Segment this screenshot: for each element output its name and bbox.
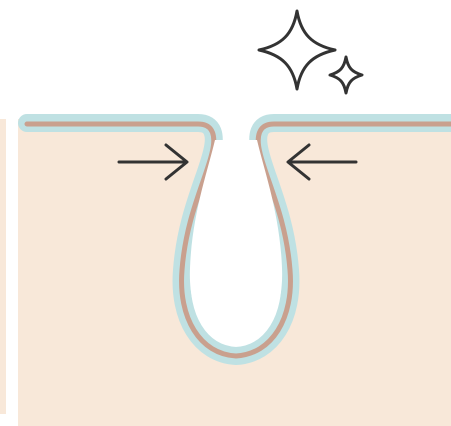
left-edge-mark — [0, 119, 6, 414]
sparkle-small-icon — [330, 57, 362, 93]
sparkle-large-icon — [259, 11, 335, 89]
